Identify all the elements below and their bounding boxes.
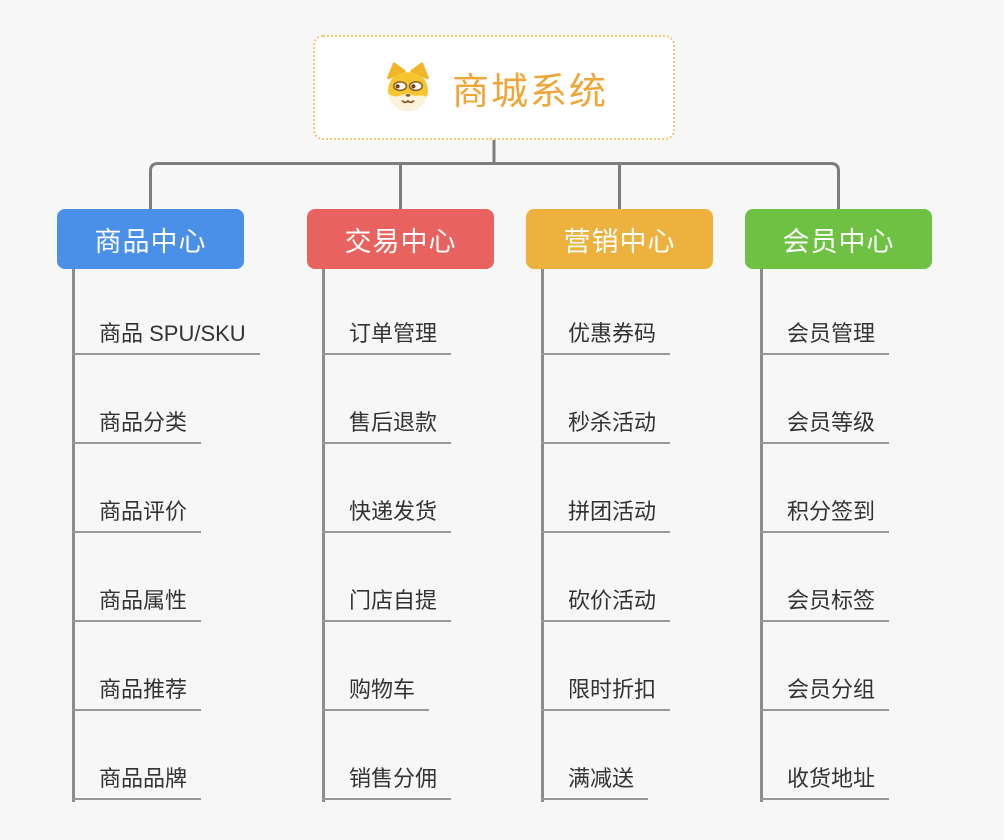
branch-trunk-line [322,269,325,802]
leaf-item[interactable]: 满减送 [541,764,649,800]
leaf-item[interactable]: 商品评价 [72,497,202,533]
branch-label: 会员中心 [782,226,895,257]
leaf-item[interactable]: 快递发货 [322,497,452,533]
branch-label: 交易中心 [344,226,457,257]
branch-trunk-line [72,269,75,802]
leaf-item[interactable]: 商品品牌 [72,764,202,800]
leaf-item[interactable]: 订单管理 [322,319,452,355]
leaf-item[interactable]: 优惠券码 [541,319,671,355]
leaf-item[interactable]: 会员标签 [760,586,890,622]
leaf-item[interactable]: 购物车 [322,675,430,711]
branch-trunk-line [541,269,544,802]
root-node-mall-system[interactable]: 商城系统 [313,35,675,140]
leaf-item[interactable]: 商品属性 [72,586,202,622]
branch-trunk-line [760,269,763,802]
leaf-item[interactable]: 砍价活动 [541,586,671,622]
leaf-item[interactable]: 限时折扣 [541,675,671,711]
leaf-item[interactable]: 销售分佣 [322,764,452,800]
leaf-item[interactable]: 会员分组 [760,675,890,711]
leaf-item[interactable]: 收货地址 [760,764,890,800]
leaf-item[interactable]: 会员管理 [760,319,890,355]
branch-node-product-center[interactable]: 商品中心 [57,209,244,269]
doge-icon [387,61,429,111]
leaf-item[interactable]: 售后退款 [322,408,452,444]
branch-label: 营销中心 [563,226,676,257]
leaf-item[interactable]: 秒杀活动 [541,408,671,444]
branch-node-trade-center[interactable]: 交易中心 [307,209,494,269]
leaf-item[interactable]: 拼团活动 [541,497,671,533]
leaf-item[interactable]: 会员等级 [760,408,890,444]
leaf-item[interactable]: 门店自提 [322,586,452,622]
root-title: 商城系统 [452,70,608,112]
leaf-item[interactable]: 商品分类 [72,408,202,444]
leaf-item[interactable]: 积分签到 [760,497,890,533]
branch-label: 商品中心 [94,226,207,257]
branch-node-marketing-center[interactable]: 营销中心 [526,209,713,269]
branch-node-member-center[interactable]: 会员中心 [745,209,932,269]
leaf-item[interactable]: 商品推荐 [72,675,202,711]
leaf-item[interactable]: 商品 SPU/SKU [72,319,260,355]
